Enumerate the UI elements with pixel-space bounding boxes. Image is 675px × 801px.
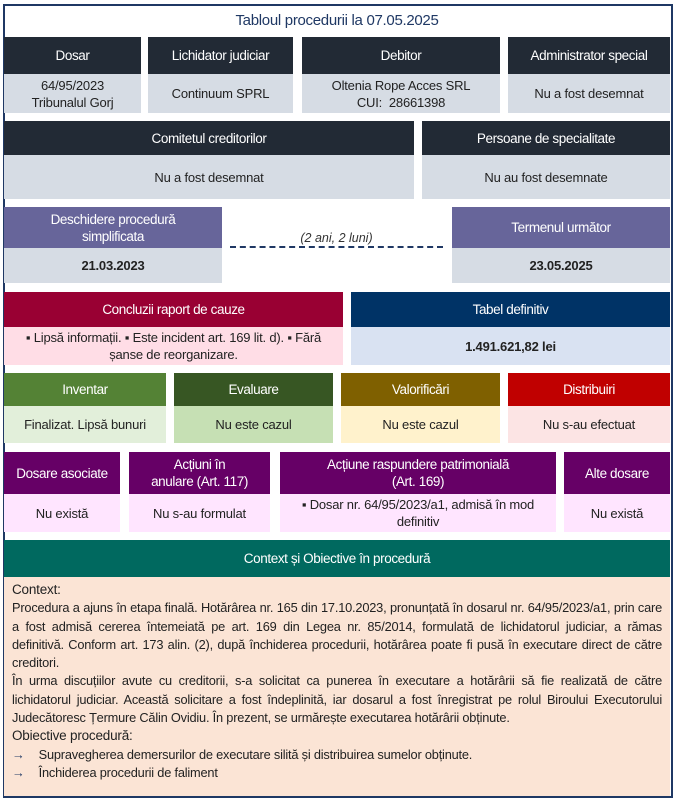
dosare-asociate-value: Nu există (4, 494, 120, 532)
persoane-header: Persoane de specialitate (422, 121, 670, 155)
context-body: Context: Procedura a ajuns în etapa fina… (4, 577, 670, 796)
context-header: Context și Obiective în procedură (4, 540, 670, 577)
timeline-dashed-line (230, 246, 443, 248)
tabel-header: Tabel definitiv (351, 292, 670, 327)
debitor-cui: CUI: 28661398 (356, 94, 446, 110)
valorificari-value: Nu este cazul (341, 406, 500, 443)
debitor-name: Oltenia Rope Acces SRL (331, 77, 471, 93)
alte-dosare-value: Nu există (564, 494, 670, 532)
page-title: Tabloul procedurii la 07.05.2025 (235, 11, 439, 29)
administrator-value: Nu a fost desemnat (508, 74, 670, 113)
alte-dosare-header: Alte dosare (564, 452, 670, 494)
objectives-label: Obiective procedură: (12, 727, 662, 745)
termen-header: Termenul următor (452, 207, 670, 248)
evaluare-header: Evaluare (174, 373, 333, 406)
administrator-header: Administrator special (508, 37, 670, 74)
deschidere-date: 21.03.2023 (4, 248, 222, 283)
inventar-value: Finalizat. Lipsă bunuri (4, 406, 166, 443)
dosar-number: 64/95/2023 (40, 77, 105, 93)
inventar-header: Inventar (4, 373, 166, 406)
termen-date: 23.05.2025 (452, 248, 670, 283)
comitet-header: Comitetul creditorilor (4, 121, 414, 155)
arrow-right-icon: → (12, 764, 25, 780)
concluzii-header: Concluzii raport de cauze (4, 292, 343, 327)
objective-text: Supravegherea demersurilor de executare … (38, 746, 473, 762)
context-paragraph-2: În urma discuțiilor avute cu creditorii,… (12, 673, 662, 726)
actiune-raspundere-value: ▪ Dosar nr. 64/95/2023/a1, admisă în mod… (280, 494, 556, 532)
context-paragraph-1: Procedura a ajuns în etapa finală. Hotăr… (12, 600, 662, 671)
concluzii-value: ▪ Lipsă informații. ▪ Este incident art.… (4, 327, 343, 365)
deschidere-header: Deschidere procedură simplificata (4, 207, 222, 248)
actiuni-anulare-header: Acțiuni în anulare (Art. 117) (129, 452, 270, 494)
objective-text: Închiderea procedurii de faliment (38, 764, 218, 780)
persoane-value: Nu au fost desemnate (422, 155, 670, 199)
objectives-label-text: Obiective procedură (12, 728, 130, 744)
objectives-colon: : (129, 728, 133, 744)
context-label: Context: (12, 582, 61, 597)
debitor-header: Debitor (302, 37, 500, 74)
valorificari-header: Valorificări (341, 373, 500, 406)
actiune-raspundere-header: Acțiune raspundere patrimonială (Art. 16… (280, 452, 556, 494)
dosar-court: Tribunalul Gorj (31, 94, 114, 110)
dosar-header: Dosar (4, 37, 141, 74)
tabel-value: 1.491.621,82 lei (351, 327, 670, 365)
comitet-value: Nu a fost desemnat (4, 155, 414, 199)
evaluare-value: Nu este cazul (174, 406, 333, 443)
arrow-right-icon: → (12, 746, 25, 762)
objective-item: → Supravegherea demersurilor de executare… (12, 746, 662, 764)
lichidator-value: Continuum SPRL (148, 74, 293, 113)
actiuni-anulare-value: Nu s-au formulat (129, 494, 270, 532)
duration-label: (2 ani, 2 luni) (300, 231, 373, 245)
lichidator-header: Lichidator judiciar (148, 37, 293, 74)
objective-item: → Închiderea procedurii de faliment (12, 764, 662, 782)
dosare-asociate-header: Dosare asociate (4, 452, 120, 494)
distribuiri-header: Distribuiri (508, 373, 670, 406)
distribuiri-value: Nu s-au efectuat (508, 406, 670, 443)
